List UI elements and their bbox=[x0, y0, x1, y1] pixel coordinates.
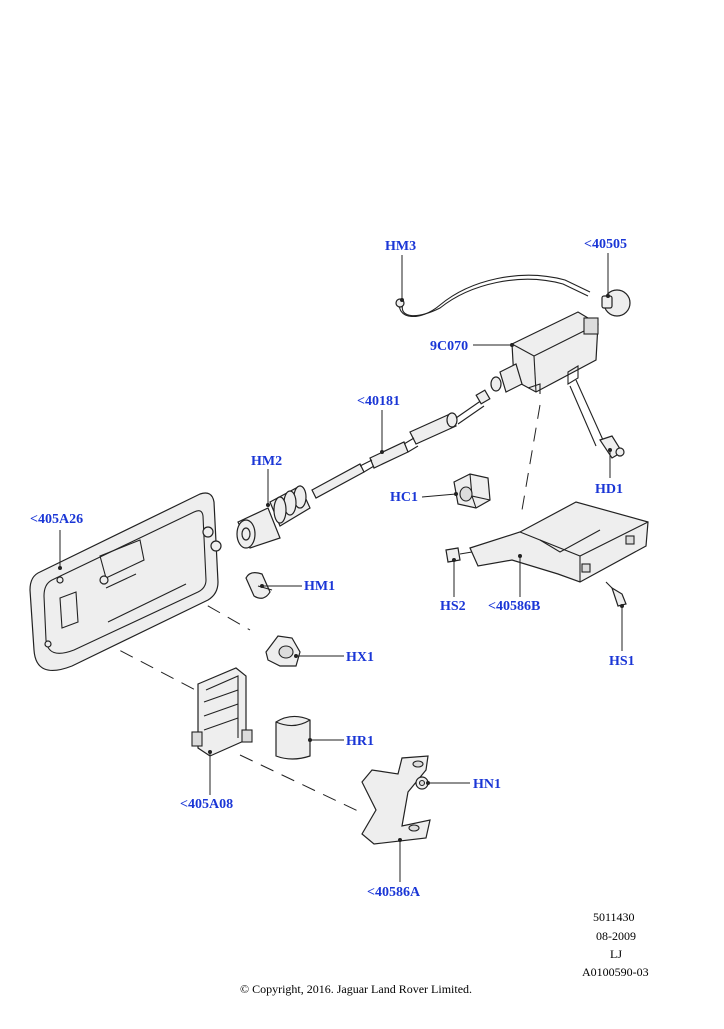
fuel-flap-housing[interactable] bbox=[29, 492, 222, 671]
callout-hr1[interactable]: HR1 bbox=[346, 734, 374, 749]
callout-hc1[interactable]: HC1 bbox=[390, 490, 418, 505]
lower-mounting-bracket[interactable] bbox=[361, 755, 431, 845]
callout-40586b[interactable]: <40586B bbox=[488, 599, 541, 614]
callout-hx1[interactable]: HX1 bbox=[346, 650, 374, 665]
grommet-plug[interactable] bbox=[601, 289, 631, 317]
callout-hs2[interactable]: HS2 bbox=[440, 599, 466, 614]
upper-mounting-bracket[interactable] bbox=[469, 501, 649, 583]
callout-40181[interactable]: <40181 bbox=[357, 394, 400, 409]
callout-405a08[interactable]: <405A08 bbox=[180, 797, 234, 812]
screw-hs1[interactable] bbox=[605, 581, 627, 607]
fuel-flap-release-cable[interactable] bbox=[395, 274, 591, 318]
callout-40586a[interactable]: <40586A bbox=[367, 885, 421, 900]
diagram-reference: A0100590-03 bbox=[582, 965, 649, 979]
rubber-sleeve[interactable] bbox=[275, 715, 311, 760]
release-cable-shaft[interactable] bbox=[311, 389, 491, 499]
fuel-flap-lock-bracket[interactable] bbox=[191, 667, 253, 757]
cable-bellows[interactable] bbox=[236, 485, 311, 549]
diagram-date: 08-2009 bbox=[596, 929, 636, 943]
diagram-number: 5011430 bbox=[593, 910, 635, 924]
leader-lines bbox=[58, 253, 624, 882]
nut[interactable] bbox=[415, 776, 429, 790]
cable-clip[interactable] bbox=[453, 473, 491, 509]
fuel-door-actuator[interactable] bbox=[490, 311, 604, 447]
cable-guide-clip[interactable] bbox=[245, 572, 273, 599]
callout-hn1[interactable]: HN1 bbox=[473, 777, 501, 792]
callout-hd1[interactable]: HD1 bbox=[595, 482, 623, 497]
callout-9c070[interactable]: 9C070 bbox=[430, 339, 469, 354]
cable-retainer[interactable] bbox=[265, 635, 301, 667]
actuator-clip[interactable] bbox=[599, 435, 625, 459]
callout-hm2[interactable]: HM2 bbox=[251, 454, 283, 469]
screw-hs2[interactable] bbox=[445, 547, 473, 563]
callout-405a26[interactable]: <405A26 bbox=[30, 512, 84, 527]
callout-hm1[interactable]: HM1 bbox=[304, 579, 336, 594]
diagram-code: LJ bbox=[610, 947, 622, 961]
callout-hm3[interactable]: HM3 bbox=[385, 239, 417, 254]
callout-40505[interactable]: <40505 bbox=[584, 237, 627, 252]
callout-hs1[interactable]: HS1 bbox=[609, 654, 635, 669]
copyright-notice: © Copyright, 2016. Jaguar Land Rover Lim… bbox=[239, 982, 473, 996]
